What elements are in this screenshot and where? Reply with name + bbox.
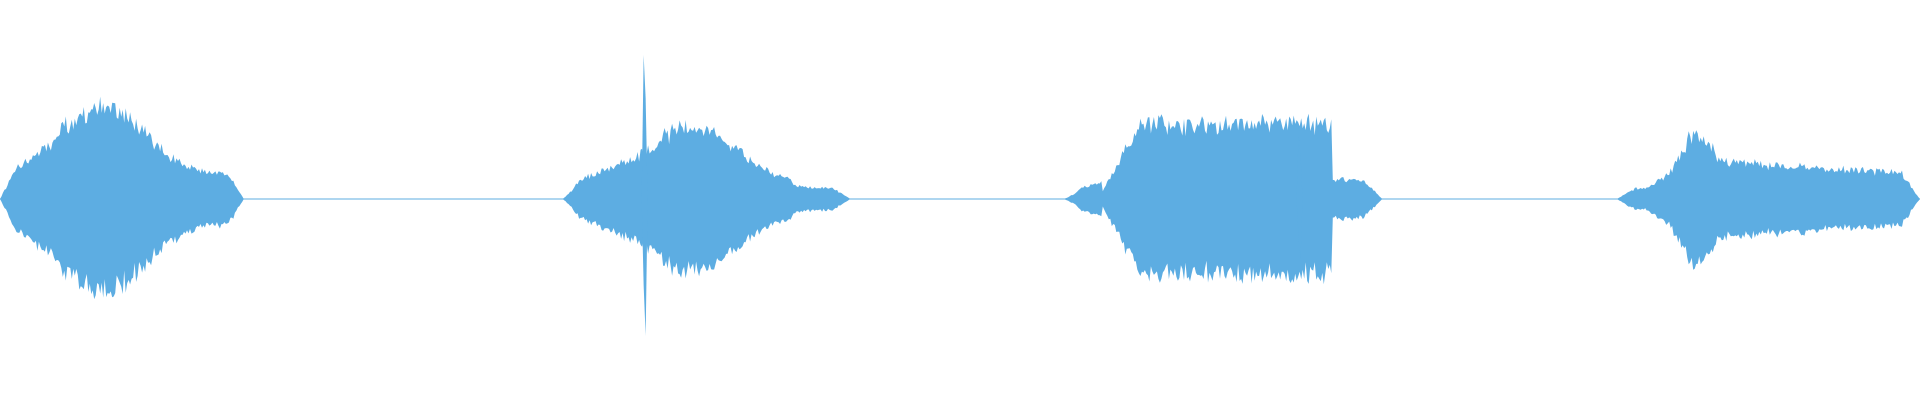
waveform-segments: [0, 55, 1920, 336]
waveform-segment-1: [0, 96, 244, 300]
waveform-segment-2: [562, 120, 851, 279]
waveform-segment-3: [1063, 113, 1383, 285]
waveform-spike-3: [1296, 135, 1303, 260]
waveform-segment-4: [1616, 130, 1920, 270]
waveform-spike-2: [641, 55, 648, 336]
